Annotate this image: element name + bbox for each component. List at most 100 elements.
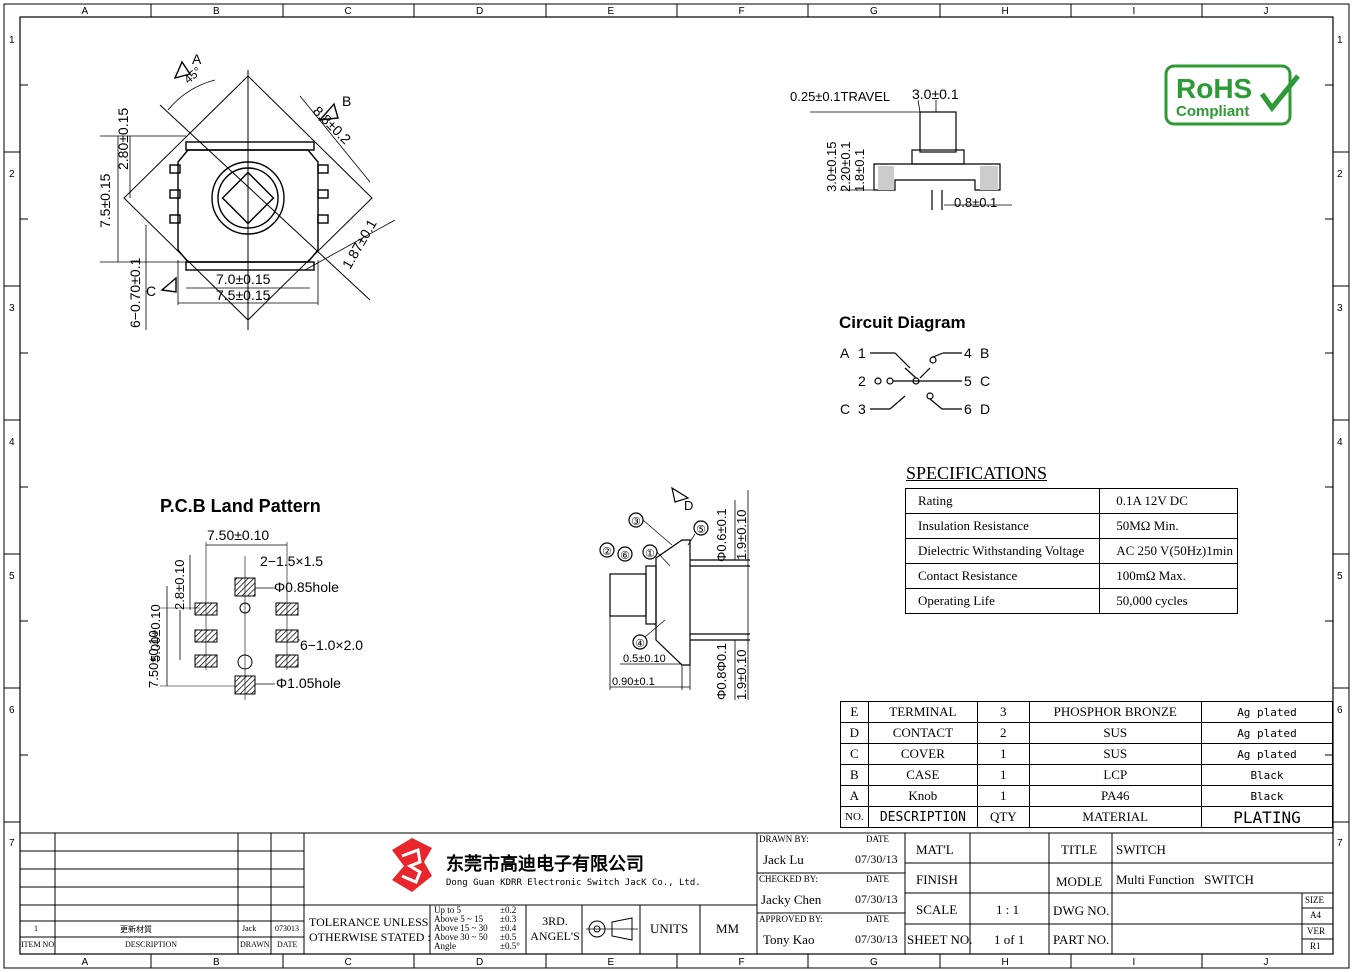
section-dim-090: 0.90±0.1 — [612, 676, 655, 688]
frame-row-label-3-right: 3 — [1337, 303, 1343, 314]
frame-col-label-f-bot: F — [738, 957, 745, 968]
frame-row-label-4-right: 4 — [1337, 437, 1343, 448]
top-dim-height: 7.5±0.15 — [97, 173, 113, 228]
frame-col-label-j-top: J — [1263, 6, 1269, 17]
revision-header-drawn: DRAWN — [240, 940, 270, 949]
circuit-pin-5: 5 — [964, 373, 972, 389]
sheet-label: SHEET NO. — [907, 932, 973, 947]
model-label: MODLE — [1056, 874, 1103, 889]
tolerance-value: ±0.2 — [500, 905, 517, 915]
frame-row-label-2-left: 2 — [9, 169, 15, 180]
bom-item: E — [840, 701, 869, 723]
bom-qty: 1 — [977, 743, 1030, 765]
pcb-dim-2-1-5: 2−1.5×1.5 — [260, 553, 323, 569]
top-view-drawing — [100, 60, 396, 330]
pcb-hole-105: Φ1.05hole — [276, 675, 341, 691]
rohs-logo: RoHS Compliant — [1164, 64, 1300, 126]
frame-row-label-6-right: 6 — [1337, 705, 1343, 716]
section-callout-4: ④ — [635, 637, 645, 650]
frame-col-label-a-top: A — [81, 6, 89, 17]
frame-col-label-h-top: H — [1001, 6, 1009, 17]
top-dim-width-inner: 7.0±0.15 — [216, 271, 271, 287]
pcb-title: P.C.B Land Pattern — [160, 496, 321, 516]
frame-col-label-e-bot: E — [607, 957, 615, 968]
rohs-logo-line2: Compliant — [1176, 103, 1249, 120]
frame-col-label-g-bot: G — [870, 957, 878, 968]
top-dim-pins: 6−0.70±0.1 — [127, 257, 143, 328]
revision-row-no: 1 — [34, 924, 38, 933]
circuit-pin-4: 4 — [964, 345, 972, 361]
frame-col-label-f-top: F — [738, 6, 745, 17]
bom-item: A — [840, 785, 869, 807]
frame-ticks — [4, 4, 1349, 968]
approved-date-label: DATE — [866, 914, 889, 924]
units-value: MM — [716, 921, 740, 936]
bom-desc: Knob — [867, 785, 979, 807]
circuit-pin-1: 1 — [858, 345, 866, 361]
bom-plating: Black — [1201, 764, 1333, 786]
frame-col-label-e-top: E — [607, 6, 615, 17]
bom-material: PHOSPHOR BRONZE — [1028, 701, 1202, 723]
frame-row-label-5-right: 5 — [1337, 571, 1343, 582]
top-angle: 45° — [181, 64, 204, 87]
circuit-right-d: D — [980, 401, 990, 417]
tolerance-value: ±0.5° — [500, 941, 520, 951]
top-dim-width-outer: 7.5±0.15 — [216, 287, 271, 303]
frame-row-label-4-left: 4 — [9, 437, 15, 448]
drawn-by-name: Jack Lu — [763, 852, 804, 867]
bom-item: C — [840, 743, 869, 765]
section-dim-1-9a: 1.9±0.10 — [734, 509, 749, 560]
spec-name: Insulation Resistance — [904, 513, 1101, 539]
top-dim-diag: 8.8±0.2 — [310, 103, 354, 147]
drawn-by-label: DRAWN BY: — [759, 834, 809, 844]
tolerance-line2: OTHERWISE STATED : — [309, 930, 431, 944]
frame-col-label-b-bot: B — [213, 957, 220, 968]
revision-row-date: 073013 — [275, 924, 299, 933]
bom-desc: COVER — [867, 743, 979, 765]
frame-col-label-c-top: C — [344, 6, 352, 17]
company-logo — [392, 838, 432, 892]
ver-value: R1 — [1310, 941, 1321, 951]
spec-name: Operating Life — [904, 588, 1101, 614]
section-callout-1: ① — [645, 547, 655, 560]
frame-row-label-7-left: 7 — [9, 838, 15, 849]
circuit-pin-6: 6 — [964, 401, 972, 417]
revision-header-date: DATE — [277, 940, 298, 949]
finish-label: FINISH — [916, 872, 958, 887]
checked-date: 07/30/13 — [855, 892, 898, 906]
bom-plating: Ag plated — [1201, 722, 1333, 744]
top-dim-2-80: 2.80±0.15 — [115, 108, 131, 170]
bom-material: SUS — [1028, 743, 1202, 765]
spec-name: Dielectric Withstanding Voltage — [904, 538, 1101, 564]
scale-label: SCALE — [916, 902, 958, 917]
frame-col-label-c-bot: C — [344, 957, 352, 968]
frame-col-label-b-top: B — [213, 6, 220, 17]
bom-qty: 1 — [977, 785, 1030, 807]
frame-col-label-j-bot: J — [1263, 957, 1269, 968]
spec-value: 50MΩ Min. — [1099, 513, 1238, 539]
title-block-lines — [20, 832, 1333, 954]
revision-header-no: ITEM NO. — [21, 940, 57, 949]
spec-value: 100mΩ Max. — [1099, 563, 1238, 589]
matl-label: MAT'L — [916, 842, 954, 857]
bom-material: PA46 — [1028, 785, 1202, 807]
title-label: TITLE — [1061, 842, 1098, 857]
circuit-pin-3: 3 — [858, 401, 866, 417]
part-label: PART NO. — [1053, 932, 1110, 947]
pcb-dim-7-50: 7.50±0.10 — [207, 527, 269, 543]
specifications-title: SPECIFICATIONS — [906, 463, 1048, 483]
tolerance-line1: TOLERANCE UNLESS — [309, 915, 429, 929]
section-view-drawing — [599, 486, 750, 700]
section-callout-2: ② — [602, 545, 612, 558]
frame-col-label-d-bot: D — [476, 957, 484, 968]
bom-header-material: MATERIAL — [1028, 806, 1202, 828]
side-dim-2-20: 2.20±0.1 — [838, 141, 853, 192]
bom-qty: 3 — [977, 701, 1030, 723]
